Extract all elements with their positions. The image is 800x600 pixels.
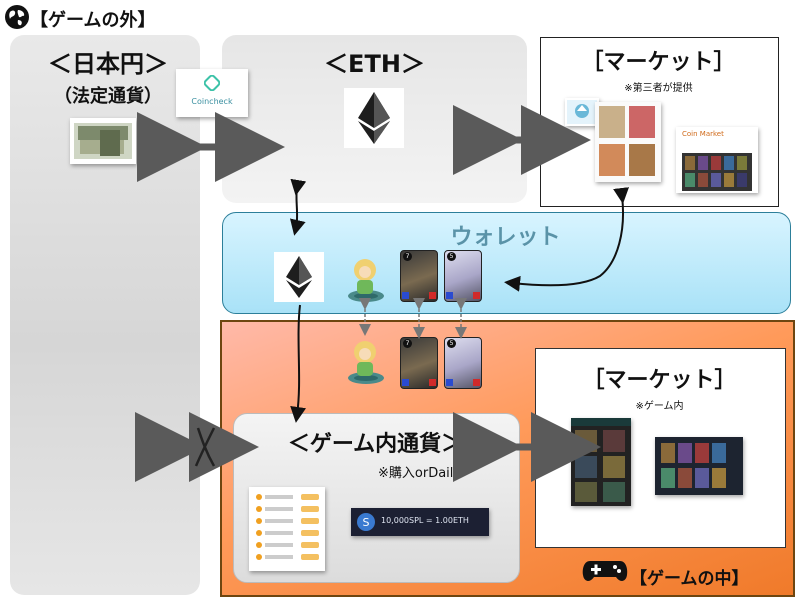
card-health-icon bbox=[429, 292, 436, 299]
eth-logo-icon bbox=[344, 88, 404, 152]
spl-rate-text: 10,000SPL = 1.00ETH bbox=[381, 516, 469, 525]
wallet-eth-icon bbox=[274, 252, 324, 306]
eth-title: ＜ETH＞ bbox=[324, 50, 425, 78]
spl-coin-icon: S bbox=[357, 513, 375, 531]
coincheck-label: Coincheck bbox=[191, 97, 233, 106]
coincheck-logo: Coincheck bbox=[176, 69, 248, 117]
card-cost: 7 bbox=[403, 252, 412, 261]
spl-rate-banner: S 10,000SPL = 1.00ETH bbox=[351, 508, 489, 536]
card-attack-icon bbox=[402, 379, 409, 386]
outside-label: 【ゲームの外】 bbox=[30, 10, 156, 31]
globe-icon bbox=[4, 4, 30, 30]
market-screenshot-1 bbox=[595, 102, 661, 182]
market-logo-icon bbox=[565, 98, 599, 126]
svg-text:S: S bbox=[363, 516, 370, 529]
ingame-market-note: ※ゲーム内 bbox=[635, 401, 684, 412]
wallet-title: ウォレット bbox=[450, 225, 561, 250]
market-top-title: ［マーケット］ bbox=[581, 50, 736, 75]
card-health-icon bbox=[473, 379, 480, 386]
wallet-card-2: 5 bbox=[444, 250, 482, 302]
ingame-market-screenshot-1 bbox=[571, 418, 631, 506]
wallet-character-icon bbox=[343, 252, 389, 304]
coin-market-label: Coin Market bbox=[682, 130, 724, 138]
currency-note: ※購入orDaily bbox=[378, 466, 462, 481]
coincheck-icon bbox=[204, 75, 220, 91]
jpy-title: ＜日本円＞ bbox=[48, 50, 168, 78]
card-cost: 5 bbox=[447, 252, 456, 261]
cash-image bbox=[70, 118, 136, 164]
currency-price-list bbox=[249, 487, 325, 571]
card-cost: 5 bbox=[447, 339, 456, 348]
market-screenshot-2: Coin Market bbox=[676, 127, 758, 193]
game-card-1: 7 bbox=[400, 337, 438, 389]
game-card-2: 5 bbox=[444, 337, 482, 389]
card-attack-icon bbox=[402, 292, 409, 299]
card-attack-icon bbox=[446, 292, 453, 299]
wallet-card-1: 7 bbox=[400, 250, 438, 302]
game-area-label: 【ゲームの中】 bbox=[630, 569, 749, 589]
market-top-note: ※第三者が提供 bbox=[624, 83, 693, 94]
card-health-icon bbox=[429, 379, 436, 386]
card-health-icon bbox=[473, 292, 480, 299]
currency-title: ＜ゲーム内通貨＞ bbox=[287, 432, 464, 457]
ingame-market-screenshot-2 bbox=[655, 437, 743, 495]
jpy-subtitle: （法定通貨） bbox=[54, 86, 162, 107]
gamepad-icon bbox=[582, 557, 628, 589]
card-attack-icon bbox=[446, 379, 453, 386]
ingame-market-title: ［マーケット］ bbox=[582, 368, 737, 393]
card-cost: 7 bbox=[403, 339, 412, 348]
game-character-icon bbox=[343, 334, 389, 386]
